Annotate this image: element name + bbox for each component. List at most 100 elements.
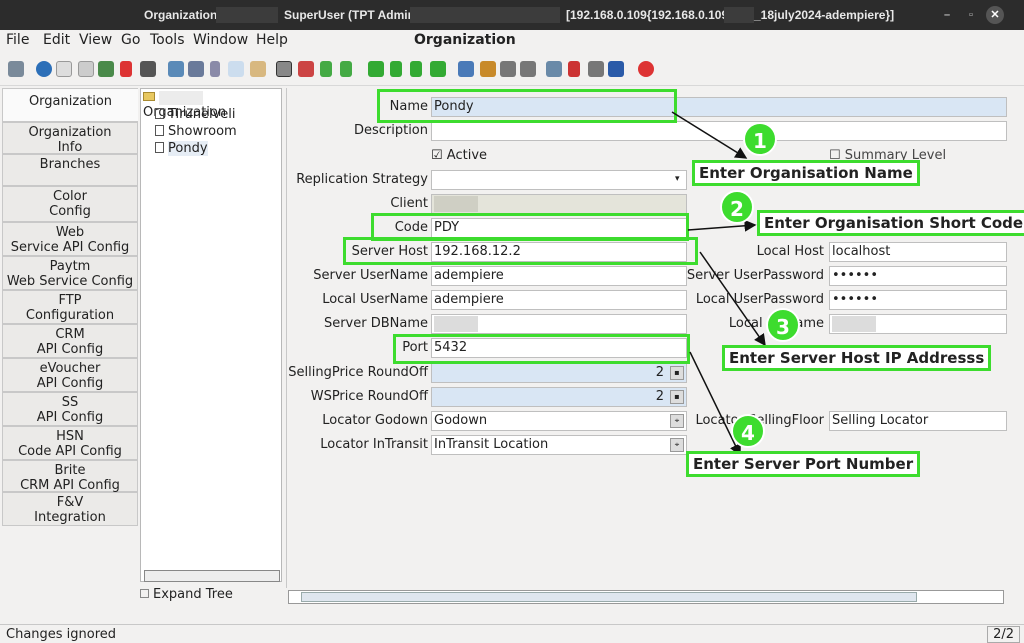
tab-hsn-code-api-config[interactable]: HSN Code API Config (2, 426, 138, 460)
organization-tree[interactable]: Organization Tirunelveli Showroom Pondy (140, 88, 282, 582)
undo-icon[interactable] (8, 61, 24, 77)
locator-selling-field[interactable]: Selling Locator (829, 411, 1007, 431)
tree-node-showroom[interactable]: Showroom (155, 124, 237, 139)
archive-icon[interactable] (480, 61, 496, 77)
delete-icon[interactable] (120, 61, 132, 77)
locator-lookup-icon[interactable]: ⌖ (670, 414, 684, 428)
print-preview-icon[interactable] (500, 61, 516, 77)
code-field[interactable]: PDY (431, 218, 687, 238)
history-icon[interactable] (276, 61, 292, 77)
grid-toggle-icon[interactable] (250, 61, 266, 77)
close-icon[interactable]: ✕ (986, 6, 1004, 24)
requests-icon[interactable] (588, 61, 604, 77)
tab-branches[interactable]: Branches (2, 154, 138, 186)
new-icon[interactable] (56, 61, 72, 77)
local-password-field[interactable]: •••••• (829, 290, 1007, 310)
replication-select[interactable] (431, 170, 687, 190)
selling-roundoff-label: SellingPrice RoundOff (288, 365, 428, 380)
expand-tree-checkbox[interactable]: Expand Tree (140, 587, 233, 602)
next-record-icon[interactable] (410, 61, 422, 77)
expand-tree-label: Expand Tree (153, 587, 233, 602)
tab-ss-api-config[interactable]: SS API Config (2, 392, 138, 426)
server-host-field[interactable]: 192.168.12.2 (431, 242, 687, 262)
exit-icon[interactable] (638, 61, 654, 77)
zoom-across-icon[interactable] (546, 61, 562, 77)
server-password-field[interactable]: •••••• (829, 266, 1007, 286)
menu-go[interactable]: Go (121, 32, 141, 48)
chevron-down-icon[interactable]: ▾ (675, 174, 680, 184)
step-1-badge: 1 (743, 122, 777, 156)
active-checkbox[interactable]: ☑ Active (431, 148, 488, 163)
port-field[interactable]: 5432 (431, 338, 687, 358)
copy-icon[interactable] (78, 61, 94, 77)
tree-node-label: Tirunelveli (168, 107, 236, 122)
chat-icon[interactable] (228, 61, 244, 77)
help-icon[interactable] (36, 61, 52, 77)
first-record-icon[interactable] (368, 61, 384, 77)
tab-web-service-api-config[interactable]: Web Service API Config (2, 222, 138, 256)
tab-crm-api-config[interactable]: CRM API Config (2, 324, 138, 358)
server-dbname-field[interactable] (431, 314, 687, 334)
tree-scrollbar[interactable] (144, 570, 280, 582)
form-horizontal-scrollbar[interactable] (288, 590, 1004, 604)
minimize-icon[interactable]: – (943, 9, 951, 21)
selling-roundoff-field[interactable]: 2▪ (431, 363, 687, 383)
server-dbname-label: Server DBName (323, 316, 428, 331)
locator-godown-field[interactable]: Godown ⌖ (431, 411, 687, 431)
tab-ftp-configuration[interactable]: FTP Configuration (2, 290, 138, 324)
local-host-field[interactable]: localhost (829, 242, 1007, 262)
tab-f-v-integration[interactable]: F&V Integration (2, 492, 138, 526)
calculator-icon[interactable]: ▪ (670, 390, 684, 404)
tree-node-label: Pondy (168, 141, 208, 156)
print-icon[interactable] (520, 61, 536, 77)
workflow-icon[interactable] (568, 61, 580, 77)
refresh-icon[interactable] (168, 61, 184, 77)
product-info-icon[interactable] (608, 61, 624, 77)
tree-node-tirunelveli[interactable]: Tirunelveli (155, 107, 236, 122)
local-username-field[interactable]: adempiere (431, 290, 687, 310)
server-host-label: Server Host (351, 244, 428, 259)
parent-record-icon[interactable] (320, 61, 332, 77)
tree-node-pondy[interactable]: Pondy (155, 141, 208, 156)
tab-paytm-web-service-config[interactable]: Paytm Web Service Config (2, 256, 138, 290)
report-icon[interactable] (458, 61, 474, 77)
description-field[interactable] (431, 121, 1007, 141)
step-4-badge: 4 (731, 414, 765, 448)
summary-level-checkbox[interactable]: ☐ Summary Level (829, 148, 947, 163)
detail-record-icon[interactable] (340, 61, 352, 77)
maximize-icon[interactable]: ▫ (969, 9, 973, 21)
menu-edit[interactable]: Edit (43, 32, 71, 48)
menu-tools[interactable]: Tools (150, 32, 185, 48)
callout-org-name: Enter Organisation Name (692, 160, 920, 186)
ws-roundoff-field[interactable]: 2▪ (431, 387, 687, 407)
last-record-icon[interactable] (430, 61, 446, 77)
menu-help[interactable]: Help (256, 32, 288, 48)
find-icon[interactable] (188, 61, 204, 77)
save-new-icon[interactable] (98, 61, 114, 77)
attachment-icon[interactable] (210, 61, 220, 77)
highlight-server-host (343, 237, 698, 265)
window-heading: Organization (414, 32, 516, 48)
toolbar (0, 54, 1024, 86)
tab-evoucher-api-config[interactable]: eVoucher API Config (2, 358, 138, 392)
tab-color-config[interactable]: Color Config (2, 186, 138, 222)
tab-organization-info[interactable]: Organization Info (2, 122, 138, 155)
menu-file[interactable]: File (6, 32, 30, 48)
tab-organization[interactable]: Organization (2, 88, 138, 122)
home-icon[interactable] (298, 61, 314, 77)
folder-icon (143, 92, 155, 101)
locator-lookup-icon[interactable]: ⌖ (670, 438, 684, 452)
save-icon[interactable] (140, 61, 156, 77)
previous-record-icon[interactable] (390, 61, 402, 77)
calculator-icon[interactable]: ▪ (670, 366, 684, 380)
tab-brite-crm-api-config[interactable]: Brite CRM API Config (2, 460, 138, 493)
menu-view[interactable]: View (79, 32, 113, 48)
redacted-region (832, 315, 876, 332)
server-username-field[interactable]: adempiere (431, 266, 687, 286)
local-dbname-field[interactable] (829, 314, 1007, 334)
locator-godown-value: Godown (434, 413, 488, 428)
locator-transit-field[interactable]: InTransit Location⌖ (431, 435, 687, 455)
highlight-port (393, 334, 690, 364)
scrollbar-thumb[interactable] (301, 592, 917, 602)
menu-window[interactable]: Window (193, 32, 249, 48)
